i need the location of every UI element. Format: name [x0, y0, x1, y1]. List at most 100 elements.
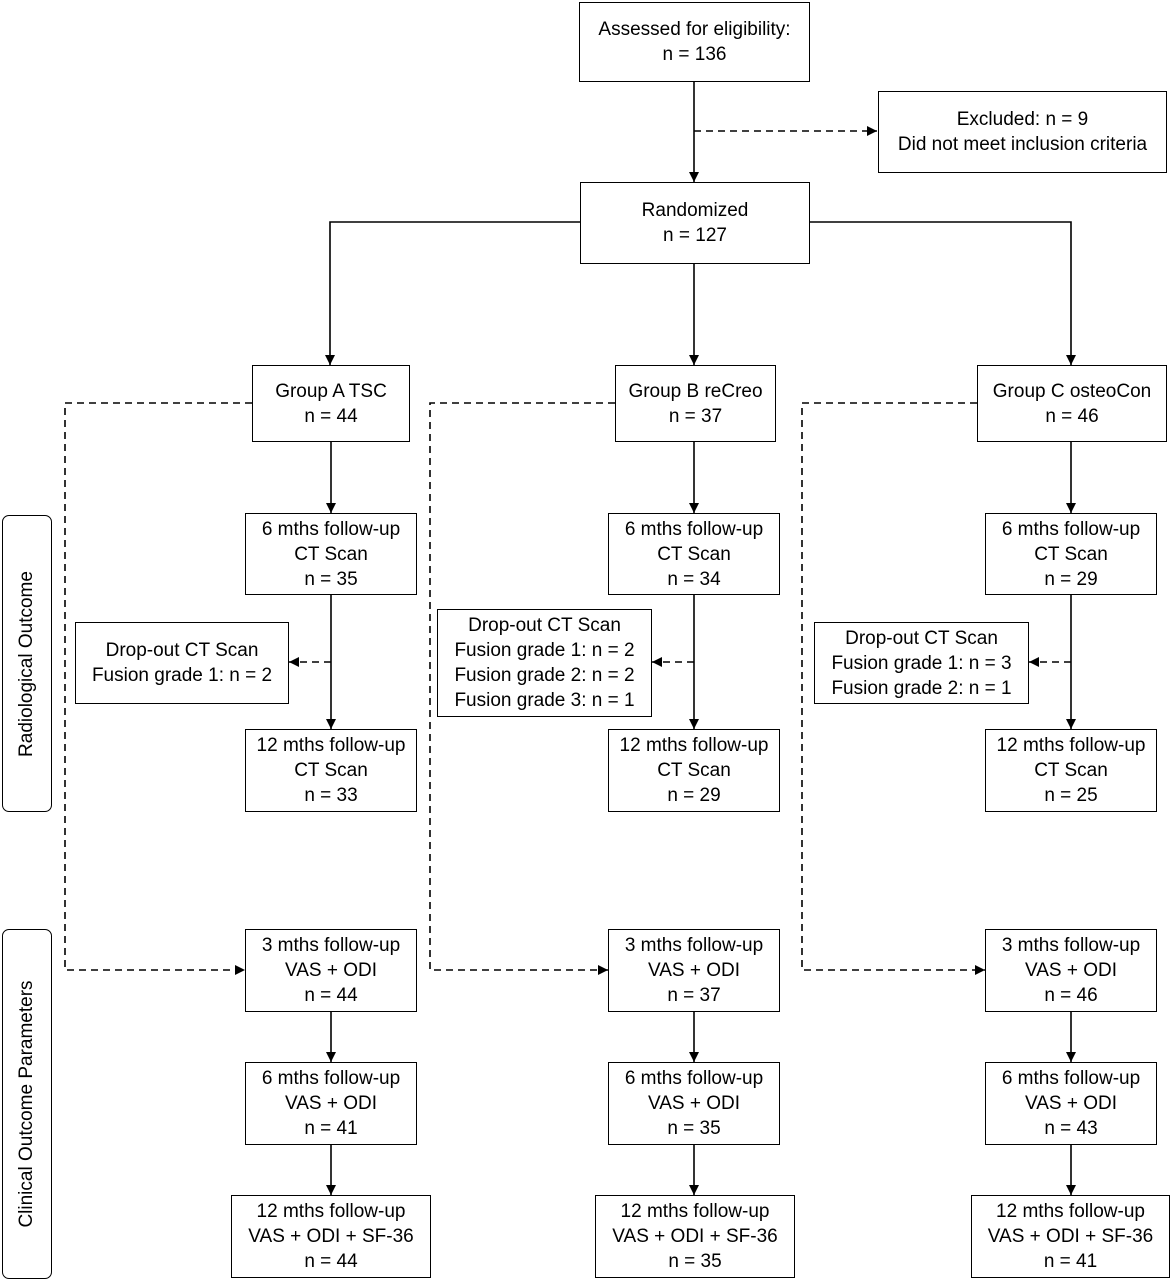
clin6-measure: VAS + ODI: [1024, 1093, 1118, 1114]
dropout-line: Fusion grade 1: n = 2: [91, 665, 273, 686]
ct12-timepoint: 12 mths follow-up: [619, 735, 769, 756]
group-a-name: Group A TSC: [275, 380, 387, 402]
ct6-timepoint: 6 mths follow-up: [624, 518, 764, 540]
ct6-timepoint: 6 mths follow-up: [261, 518, 401, 540]
ct12-measure: CT Scan: [1034, 760, 1108, 781]
dropout-title: Drop-out CT Scan: [845, 627, 998, 649]
group-c-ct12-box: 12 mths follow-up CT Scan n = 25: [985, 729, 1157, 812]
group-b-ct6-box: 6 mths follow-up CT Scan n = 34: [608, 513, 780, 595]
arrow-randomized-to-group-a: [325, 221, 580, 365]
group-c-ct6-box: 6 mths follow-up CT Scan n = 29: [985, 513, 1157, 595]
dropout-line: Fusion grade 3: n = 1: [454, 690, 635, 711]
clin3-measure: VAS + ODI: [284, 960, 378, 981]
ct6-measure: CT Scan: [1034, 543, 1108, 565]
ct12-timepoint: 12 mths follow-up: [256, 735, 406, 756]
clin12-count: n = 35: [668, 1251, 722, 1272]
group-c-clin3-box: 3 mths follow-up VAS + ODI n = 46: [985, 929, 1157, 1012]
clin3-count: n = 44: [304, 985, 358, 1006]
clin6-count: n = 43: [1044, 1118, 1098, 1139]
clin12-measure: VAS + ODI + SF-36: [248, 1226, 414, 1247]
ct6-measure: CT Scan: [657, 543, 731, 565]
dropout-title: Drop-out CT Scan: [105, 640, 259, 661]
group-a-clin12-box: 12 mths follow-up VAS + ODI + SF-36 n = …: [231, 1195, 431, 1278]
eligibility-count: n = 136: [662, 44, 727, 65]
clin3-measure: VAS + ODI: [647, 960, 741, 981]
clin12-measure: VAS + ODI + SF-36: [987, 1226, 1154, 1247]
group-a-clin3-box: 3 mths follow-up VAS + ODI n = 44: [245, 929, 417, 1012]
randomized-box: Randomized n = 127: [580, 182, 810, 264]
ct6-count: n = 29: [1044, 568, 1098, 590]
ct6-count: n = 34: [667, 568, 721, 590]
randomized-label: Randomized: [641, 200, 749, 221]
dropout-line: Fusion grade 2: n = 2: [454, 665, 635, 686]
group-c-count: n = 46: [1045, 405, 1099, 427]
dropout-line: Fusion grade 1: n = 2: [454, 640, 635, 661]
dropout-line: Fusion grade 1: n = 3: [831, 652, 1012, 674]
clin12-timepoint: 12 mths follow-up: [996, 1201, 1145, 1222]
clin6-timepoint: 6 mths follow-up: [261, 1068, 401, 1089]
group-b-ct12-box: 12 mths follow-up CT Scan n = 29: [608, 729, 780, 812]
ct6-timepoint: 6 mths follow-up: [1001, 518, 1141, 540]
group-a-clin6-box: 6 mths follow-up VAS + ODI n = 41: [245, 1062, 417, 1145]
eligibility-box: Assessed for eligibility: n = 136: [579, 2, 810, 82]
eligibility-label: Assessed for eligibility:: [598, 19, 791, 40]
arrow-group-a-to-clinical: [64, 402, 252, 975]
arrow-randomized-to-group-c: [810, 221, 1076, 365]
ct6-measure: CT Scan: [294, 543, 368, 565]
group-b-name: Group B reCreo: [628, 380, 763, 402]
clin6-timepoint: 6 mths follow-up: [624, 1068, 764, 1089]
clin6-measure: VAS + ODI: [647, 1093, 741, 1114]
group-c-box: Group C osteoCon n = 46: [977, 365, 1167, 442]
ct12-count: n = 25: [1044, 785, 1098, 806]
clin3-measure: VAS + ODI: [1024, 960, 1118, 981]
dropout-line: Fusion grade 2: n = 1: [831, 677, 1012, 699]
dropout-title: Drop-out CT Scan: [468, 615, 621, 636]
ct12-count: n = 29: [667, 785, 721, 806]
clin3-count: n = 37: [667, 985, 721, 1006]
clin12-count: n = 41: [1043, 1251, 1098, 1272]
ct12-count: n = 33: [304, 785, 358, 806]
excluded-box: Excluded: n = 9 Did not meet inclusion c…: [878, 91, 1167, 173]
group-b-clin3-box: 3 mths follow-up VAS + ODI n = 37: [608, 929, 780, 1012]
group-b-count: n = 37: [668, 405, 723, 427]
group-a-dropout-box: Drop-out CT Scan Fusion grade 1: n = 2: [75, 622, 289, 704]
group-a-box: Group A TSC n = 44: [252, 365, 410, 442]
group-c-dropout-box: Drop-out CT Scan Fusion grade 1: n = 3 F…: [814, 622, 1029, 704]
randomized-count: n = 127: [663, 225, 727, 246]
side-label-radiological: Radiological Outcome: [16, 570, 37, 757]
ct12-measure: CT Scan: [657, 760, 731, 781]
side-label-clinical-box: Clinical Outcome Parameters: [2, 929, 52, 1279]
side-label-clinical: Clinical Outcome Parameters: [16, 980, 37, 1228]
group-b-clin6-box: 6 mths follow-up VAS + ODI n = 35: [608, 1062, 780, 1145]
arrow-group-b-to-clinical: [429, 402, 615, 975]
clin6-count: n = 41: [304, 1118, 358, 1139]
clin12-measure: VAS + ODI + SF-36: [612, 1226, 778, 1247]
group-b-dropout-box: Drop-out CT Scan Fusion grade 1: n = 2 F…: [437, 609, 652, 717]
clin3-count: n = 46: [1044, 985, 1098, 1006]
ct12-timepoint: 12 mths follow-up: [996, 735, 1146, 756]
excluded-reason: Did not meet inclusion criteria: [897, 134, 1148, 155]
ct6-count: n = 35: [304, 568, 358, 590]
arrow-group-c-to-clinical: [801, 402, 985, 975]
excluded-count: Excluded: n = 9: [956, 109, 1089, 130]
group-c-clin6-box: 6 mths follow-up VAS + ODI n = 43: [985, 1062, 1157, 1145]
group-c-clin12-box: 12 mths follow-up VAS + ODI + SF-36 n = …: [971, 1195, 1170, 1278]
clin6-timepoint: 6 mths follow-up: [1001, 1068, 1141, 1089]
clin3-timepoint: 3 mths follow-up: [624, 935, 764, 956]
clin12-count: n = 44: [304, 1251, 358, 1272]
clin3-timepoint: 3 mths follow-up: [1001, 935, 1141, 956]
side-label-radiological-box: Radiological Outcome: [2, 515, 52, 812]
group-c-name: Group C osteoCon: [992, 380, 1152, 402]
group-a-ct6-box: 6 mths follow-up CT Scan n = 35: [245, 513, 417, 595]
group-a-ct12-box: 12 mths follow-up CT Scan n = 33: [245, 729, 417, 812]
clin12-timepoint: 12 mths follow-up: [256, 1201, 406, 1222]
group-b-clin12-box: 12 mths follow-up VAS + ODI + SF-36 n = …: [595, 1195, 795, 1278]
ct12-measure: CT Scan: [294, 760, 368, 781]
group-b-box: Group B reCreo n = 37: [615, 365, 776, 442]
clin12-timepoint: 12 mths follow-up: [620, 1201, 770, 1222]
clin6-measure: VAS + ODI: [284, 1093, 378, 1114]
clin3-timepoint: 3 mths follow-up: [261, 935, 401, 956]
clin6-count: n = 35: [667, 1118, 721, 1139]
